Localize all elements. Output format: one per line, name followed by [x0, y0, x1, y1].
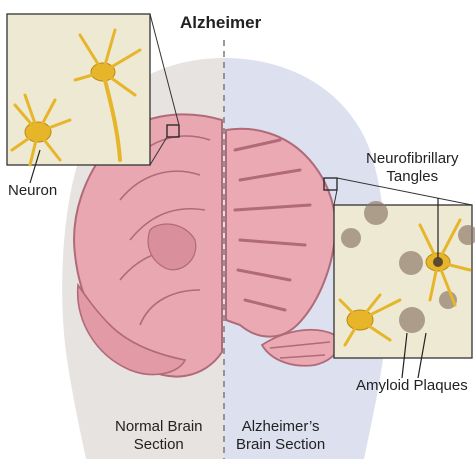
alzheimer-section-label: Alzheimer’s Brain Section	[236, 418, 325, 454]
tangle-core	[433, 257, 443, 267]
alzheimer-inset	[334, 201, 475, 358]
tangles-label-line2: Tangles	[366, 168, 459, 186]
normal-label-line2: Section	[115, 436, 203, 454]
tangles-label-line1: Neurofibrillary	[366, 150, 459, 168]
plaques-label: Amyloid Plaques	[356, 377, 468, 395]
normal-section-label: Normal Brain Section	[115, 418, 203, 454]
normal-label-line1: Normal Brain	[115, 418, 203, 436]
alz-label-line2: Brain Section	[236, 436, 325, 454]
diagram-title: Alzheimer	[180, 14, 261, 32]
tangles-label: Neurofibrillary Tangles	[366, 150, 459, 186]
neuron-inset	[7, 14, 150, 165]
alz-label-line1: Alzheimer’s	[236, 418, 325, 436]
neuron-label: Neuron	[8, 182, 57, 200]
